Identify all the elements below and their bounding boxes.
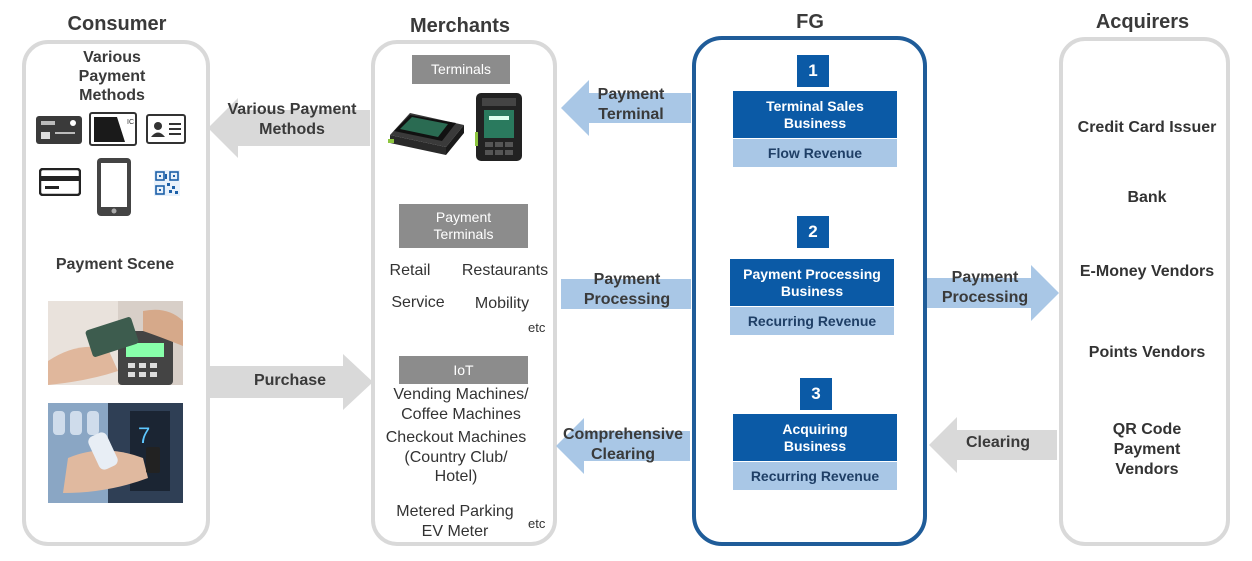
svg-text:7: 7	[138, 423, 150, 448]
business-number-1: 1	[797, 55, 829, 87]
clearing-arrow	[929, 417, 1057, 473]
various-payment-methods-label: Various Payment Methods	[227, 101, 357, 138]
ic-card-icon: IC	[89, 112, 137, 151]
merchants-title: Merchants	[409, 15, 511, 37]
vending-payment-photo: 7	[48, 403, 183, 503]
svg-text:IC: IC	[127, 119, 134, 126]
terminals-tag: Terminals	[412, 55, 510, 84]
iot-item-metered-parking: Metered Parking	[396, 503, 514, 520]
iot-item-hotel: Hotel)	[434, 468, 478, 485]
fg-title: FG	[796, 11, 824, 33]
comprehensive-clearing-label: Comprehensive Clearing	[562, 426, 684, 463]
iot-item-coffee: Coffee Machines	[401, 406, 521, 423]
comprehensive-clearing-arrow	[556, 418, 690, 474]
flow-revenue: Flow Revenue	[733, 139, 897, 167]
iot-item-ev-meter: EV Meter	[421, 523, 489, 540]
acquirer-bank: Bank	[1127, 189, 1167, 206]
payment-processing-left-label: Payment Processing	[583, 271, 671, 308]
payment-processing-right-label: Payment Processing	[941, 269, 1029, 306]
payment-processing-left-arrow	[561, 279, 691, 309]
category-service: Service	[391, 294, 445, 311]
business-number-2: 2	[797, 216, 829, 248]
acquirer-qr-code-payment-vendors: QR Code Payment Vendors	[1112, 421, 1182, 478]
business-number-3: 3	[800, 378, 832, 410]
acquirers-title: Acquirers	[1095, 11, 1190, 33]
category-mobility: Mobility	[474, 295, 530, 312]
category-retail: Retail	[389, 262, 431, 279]
acquirer-points-vendors: Points Vendors	[1088, 344, 1206, 361]
iot-tag: IoT	[399, 356, 528, 384]
iot-item-vending: Vending Machines/	[393, 386, 529, 403]
id-card-icon	[146, 114, 186, 149]
acquirer-e-money-vendors: E-Money Vendors	[1079, 263, 1215, 280]
recurring-revenue-3: Recurring Revenue	[733, 462, 897, 490]
various-payment-methods-arrow	[208, 98, 370, 158]
terminal-device-1-icon	[386, 95, 468, 164]
payment-terminal-label: Payment Terminal	[597, 86, 665, 123]
payment-processing-business: Payment Processing Business	[730, 259, 894, 306]
terminal-device-2-icon	[475, 92, 525, 167]
purchase-label: Purchase	[253, 372, 327, 389]
etc-note-2: etc	[528, 516, 546, 531]
etc-note-1: etc	[528, 320, 546, 335]
qr-code-icon	[154, 170, 180, 201]
acquiring-business: Acquiring Business	[733, 414, 897, 461]
acquirer-credit-card-issuer: Credit Card Issuer	[1077, 119, 1217, 136]
clearing-label: Clearing	[965, 434, 1030, 451]
category-restaurants: Restaurants	[461, 262, 549, 279]
recurring-revenue-2: Recurring Revenue	[730, 307, 894, 335]
purchase-arrow	[209, 354, 373, 410]
smartphone-icon	[95, 157, 133, 222]
iot-item-checkout: Checkout Machines	[385, 429, 527, 446]
iot-item-country-club: (Country Club/	[404, 449, 508, 466]
payment-terminal-arrow	[561, 80, 691, 136]
card-payment-photo	[48, 301, 183, 385]
payment-processing-right-arrow	[927, 265, 1059, 321]
terminal-sales-business: Terminal Sales Business	[733, 91, 897, 138]
credit-card-icon	[35, 115, 83, 150]
payment-terminals-tag: Payment Terminals	[399, 204, 528, 248]
payment-methods-title: Various Payment Methods	[78, 49, 146, 104]
consumer-title: Consumer	[67, 13, 167, 35]
card-reader-icon	[38, 167, 82, 201]
payment-scene-title: Payment Scene	[55, 256, 175, 273]
acquirers-panel	[1059, 37, 1230, 546]
